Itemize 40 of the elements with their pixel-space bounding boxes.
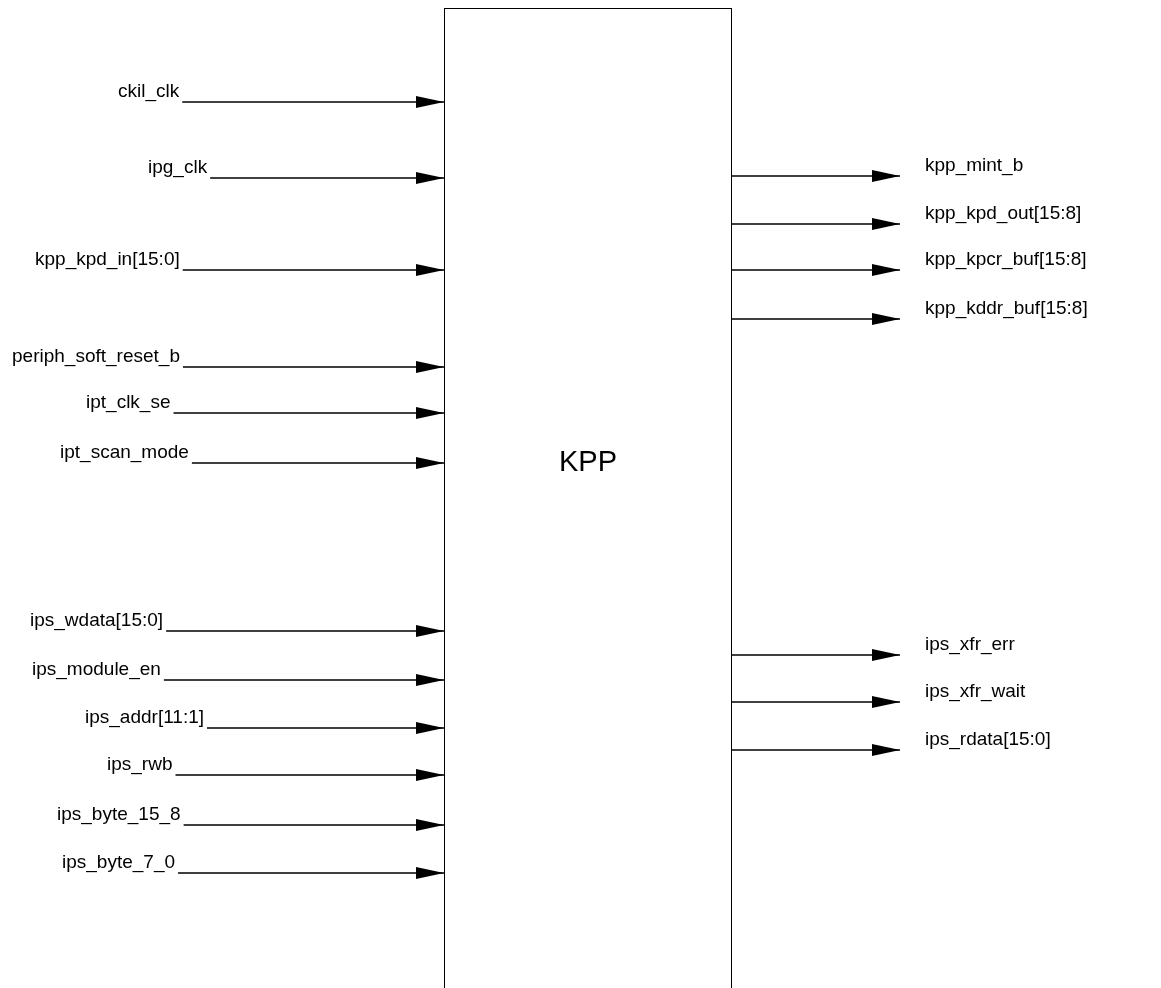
signal-arrow [731,649,901,661]
signal-name: ips_rwb [107,753,173,775]
signal-name: kpp_kpcr_buf[15:8] [925,248,1087,270]
signal-name: kpp_kpd_in[15:0] [35,248,180,270]
signal-arrow [177,867,445,879]
signal-arrow [209,172,445,184]
signal-name: ips_xfr_err [925,633,1015,655]
signal-name: ips_wdata[15:0] [30,609,164,631]
module-name: KPP [558,445,618,478]
module-block [444,8,732,988]
signal-name: ips_module_en [32,658,161,680]
signal-arrow [181,96,445,108]
signal-arrow [731,696,901,708]
signal-arrow [172,407,445,419]
signal-arrow [191,457,445,469]
signal-arrow [731,218,901,230]
signal-name: ckil_clk [118,80,180,102]
signal-name: ips_byte_15_8 [57,803,181,825]
signal-arrow [731,744,901,756]
signal-name: ipt_clk_se [86,391,171,413]
signal-name: ips_rdata[15:0] [925,728,1051,750]
signal-arrow [163,674,445,686]
signal-name: ipt_scan_mode [60,441,189,463]
signal-arrow [174,769,445,781]
signal-arrow [206,722,445,734]
signal-arrow [182,264,445,276]
signal-name: periph_soft_reset_b [12,345,180,367]
signal-name: kpp_mint_b [925,154,1024,176]
signal-name: ipg_clk [148,156,208,178]
signal-name: ips_byte_7_0 [62,851,176,873]
signal-arrow [731,264,901,276]
signal-name: ips_xfr_wait [925,680,1026,702]
signal-arrow [182,361,445,373]
signal-name: kpp_kpd_out[15:8] [925,202,1082,224]
signal-arrow [731,170,901,182]
signal-name: kpp_kddr_buf[15:8] [925,297,1088,319]
signal-arrow [165,625,445,637]
signal-arrow [182,819,445,831]
signal-name: ips_addr[11:1] [85,706,204,728]
signal-arrow [731,313,901,325]
